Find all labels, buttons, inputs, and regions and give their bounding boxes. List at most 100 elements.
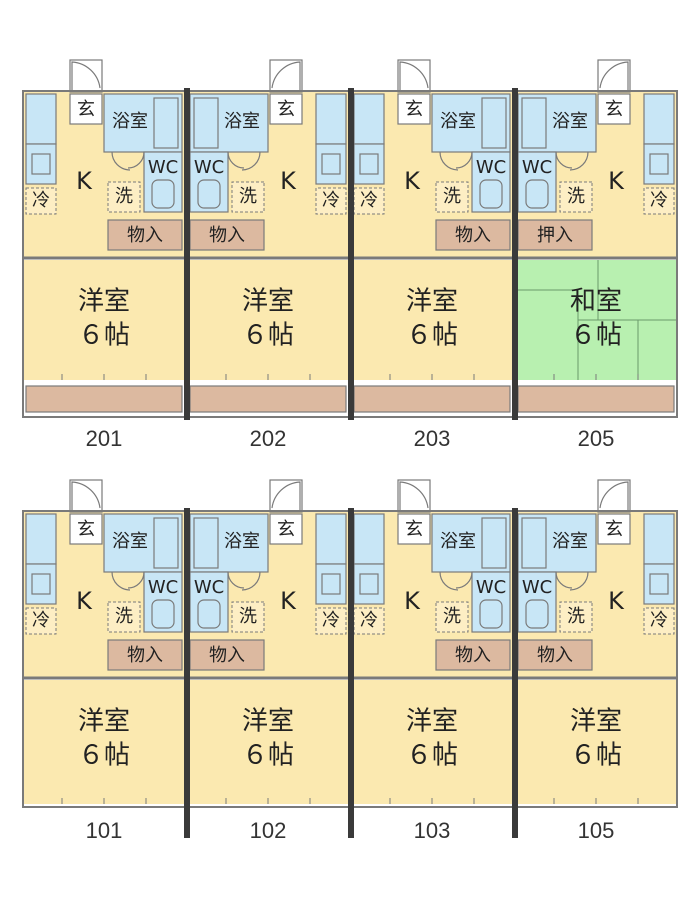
main-room-size: ６帖 xyxy=(78,321,130,351)
entrance-area xyxy=(69,93,103,125)
entrance-area xyxy=(269,93,303,125)
main-room-size: ６帖 xyxy=(242,741,294,771)
main-room-size: ６帖 xyxy=(570,321,622,351)
stove-burner xyxy=(321,153,341,175)
unit-number-202: 202 xyxy=(249,426,287,451)
stove-burner xyxy=(31,153,51,175)
entrance-area xyxy=(269,513,303,545)
storage-label: 物入 xyxy=(209,225,245,246)
fridge-label: 冷 xyxy=(32,610,50,631)
fridge-space xyxy=(643,607,675,635)
bathtub xyxy=(193,517,219,569)
storage-closet xyxy=(107,639,183,671)
storage-label: 物入 xyxy=(127,645,163,666)
bathroom-label: 浴室 xyxy=(112,531,148,552)
toilet xyxy=(525,179,549,209)
washer-space xyxy=(559,181,593,213)
bath-door xyxy=(569,571,589,591)
wc-door xyxy=(555,571,573,589)
kitchen-stove xyxy=(353,143,385,185)
fridge-label: 冷 xyxy=(322,610,340,631)
kitchen-stove xyxy=(353,563,385,605)
wc-label: WC xyxy=(476,157,506,178)
entrance-area xyxy=(397,513,431,545)
washer-space xyxy=(435,601,469,633)
stove-burner xyxy=(359,153,379,175)
washer-label: 洗 xyxy=(443,186,461,207)
bath-door xyxy=(111,151,131,171)
main-room-label: 洋室 xyxy=(406,287,458,317)
bathroom-label: 浴室 xyxy=(440,531,476,552)
entrance-door xyxy=(399,481,429,512)
balcony xyxy=(517,385,675,413)
unit-number-102: 102 xyxy=(249,818,287,843)
wc-door xyxy=(127,571,145,589)
fridge-label: 冷 xyxy=(650,610,668,631)
toilet xyxy=(197,599,221,629)
wc-room xyxy=(189,571,229,633)
fridge-space xyxy=(353,187,385,215)
main-room-size: ６帖 xyxy=(406,321,458,351)
storage-label: 物入 xyxy=(209,645,245,666)
bathtub xyxy=(153,517,179,569)
bathroom xyxy=(431,513,511,573)
storage-label: 物入 xyxy=(127,225,163,246)
unit-number-103: 103 xyxy=(413,818,451,843)
entrance-door xyxy=(599,481,629,512)
main-room xyxy=(24,260,184,380)
party-wall xyxy=(184,88,190,420)
wc-label: WC xyxy=(148,157,178,178)
wc-door xyxy=(455,151,473,169)
wc-door xyxy=(227,151,245,169)
entrance-door xyxy=(271,61,301,92)
fridge-space xyxy=(643,187,675,215)
unit-number-101: 101 xyxy=(85,818,123,843)
main-room-size: ６帖 xyxy=(242,321,294,351)
party-wall xyxy=(184,508,190,838)
bathroom-label: 浴室 xyxy=(112,111,148,132)
bathtub xyxy=(521,517,547,569)
entrance-label: 玄 xyxy=(77,99,95,120)
bath-door xyxy=(241,571,261,591)
main-room-label: 洋室 xyxy=(78,707,130,737)
bathroom xyxy=(431,93,511,153)
entrance-label: 玄 xyxy=(405,99,423,120)
kitchen-label: K xyxy=(76,167,93,195)
bathroom-label: 浴室 xyxy=(224,531,260,552)
wc-label: WC xyxy=(148,577,178,598)
bathroom xyxy=(189,513,269,573)
main-room-label: 和室 xyxy=(570,287,622,317)
kitchen-label: K xyxy=(76,587,93,615)
toilet xyxy=(479,599,503,629)
kitchen-stove xyxy=(643,563,675,605)
stove-burner xyxy=(359,573,379,595)
entrance-area xyxy=(69,513,103,545)
main-room-label: 洋室 xyxy=(406,707,458,737)
kitchen-label: K xyxy=(404,167,421,195)
bathroom-label: 浴室 xyxy=(552,111,588,132)
bath-door xyxy=(241,151,261,171)
wc-label: WC xyxy=(476,577,506,598)
bathtub xyxy=(481,517,507,569)
wc-room xyxy=(471,151,511,213)
main-room-label: 洋室 xyxy=(78,287,130,317)
bathroom xyxy=(189,93,269,153)
bathroom xyxy=(517,513,597,573)
toilet xyxy=(197,179,221,209)
fridge-label: 冷 xyxy=(322,190,340,211)
main-room-size: ６帖 xyxy=(406,741,458,771)
kitchen-label: K xyxy=(608,587,625,615)
party-wall xyxy=(512,88,518,420)
fridge-label: 冷 xyxy=(650,190,668,211)
storage-label: 物入 xyxy=(455,225,491,246)
kitchen-sink xyxy=(315,93,347,145)
bath-door xyxy=(439,571,459,591)
washer-space xyxy=(107,181,141,213)
party-wall xyxy=(348,88,354,420)
main-room-label: 洋室 xyxy=(570,707,622,737)
washer-space xyxy=(435,181,469,213)
kitchen-sink xyxy=(315,513,347,565)
